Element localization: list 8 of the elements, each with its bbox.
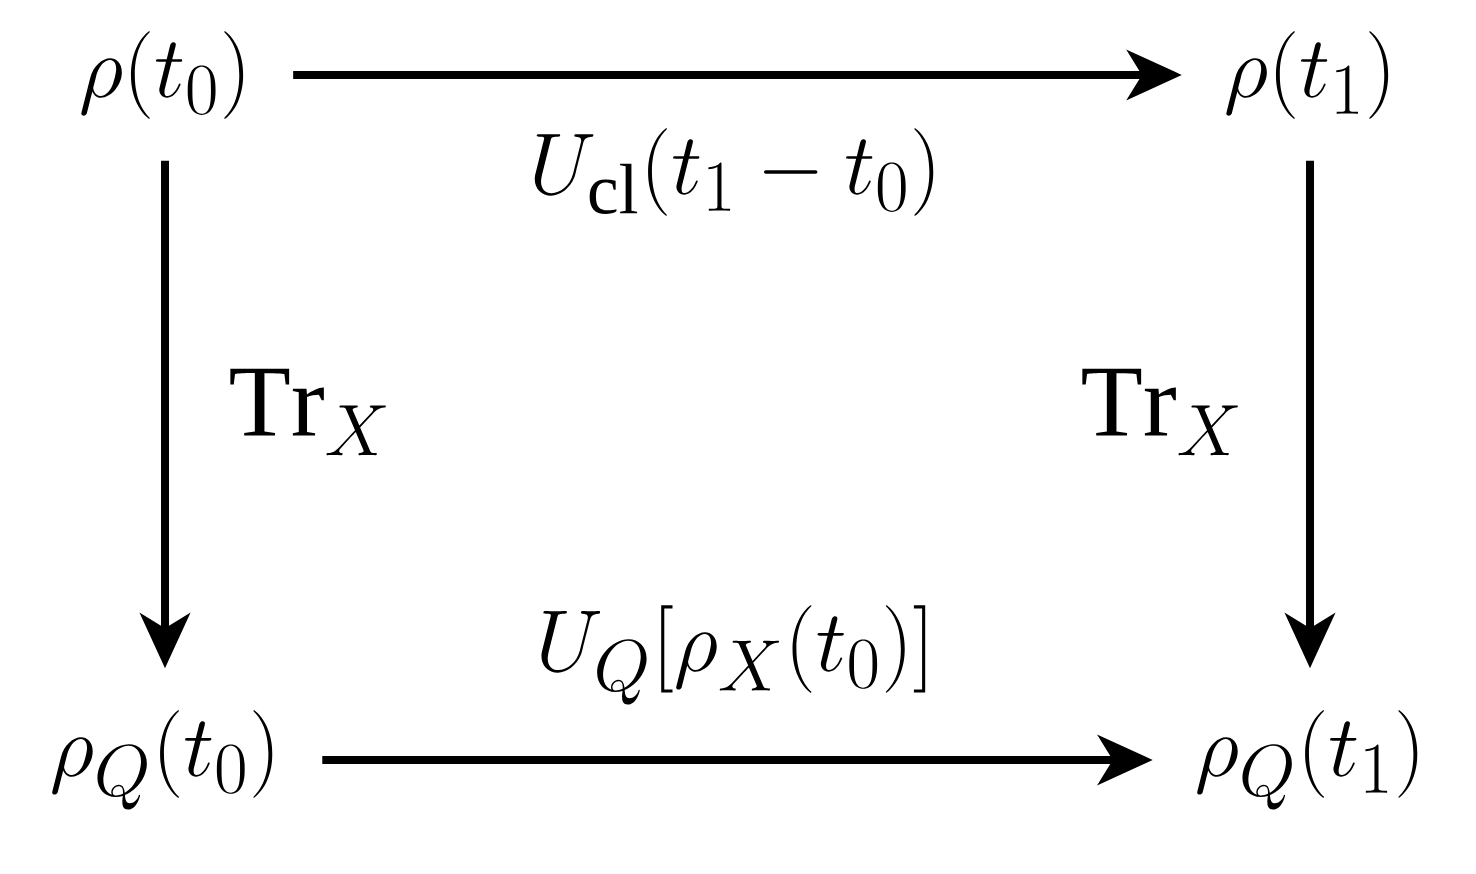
math-expression: $\rho(t_1)$ <box>1226 31 1389 119</box>
edge-label: $U_{\mathrm{cl}}(t_1 - t_0)$ <box>525 124 945 220</box>
edge-label: $\mathrm{Tr}_X$ <box>1077 365 1247 459</box>
math-expression: $\rho_Q(t_1)$ <box>1197 710 1418 810</box>
math-expression: $\rho_Q(t_0)$ <box>52 710 273 810</box>
edge-label: $\mathrm{Tr}_X$ <box>225 365 395 459</box>
math-expression: $\rho(t_0)$ <box>81 31 244 119</box>
edge-label: $U_Q[\rho_X(t_0)]$ <box>532 601 939 709</box>
